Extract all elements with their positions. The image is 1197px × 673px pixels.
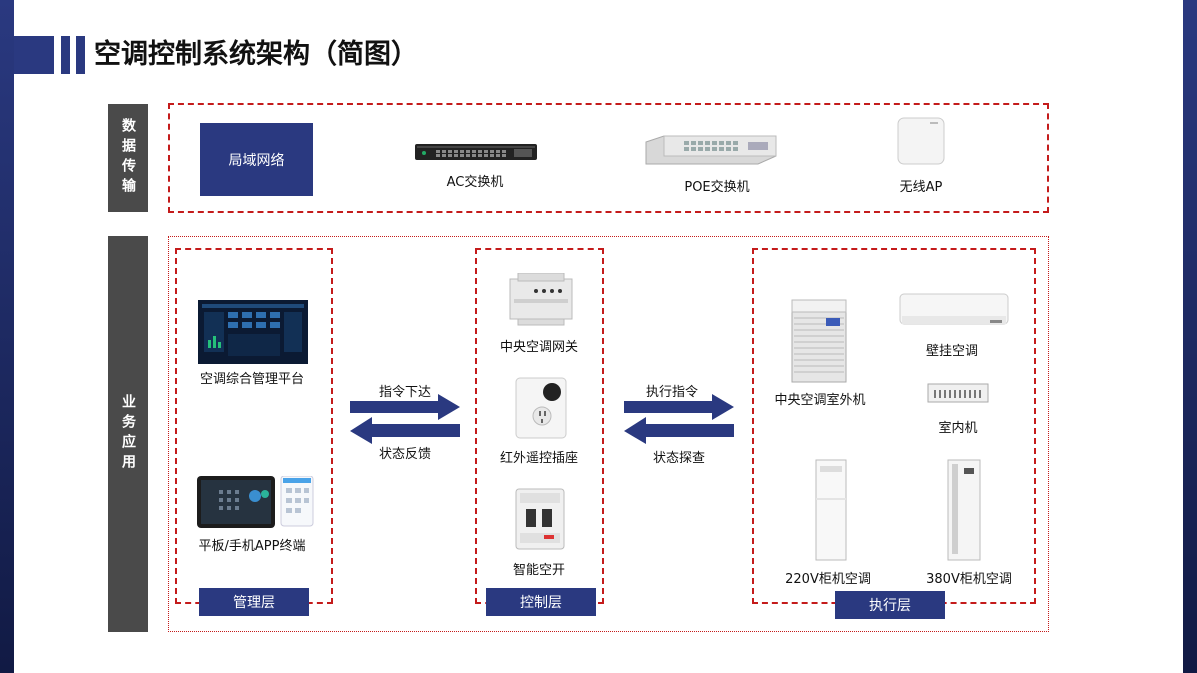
- ir-socket-icon: [515, 377, 567, 439]
- breaker-icon: [515, 488, 565, 550]
- cabinet-380-label: 380V柜机空调: [926, 572, 1012, 587]
- command-arrows-left: [350, 394, 460, 444]
- section-label-data-transfer: 数据传输: [108, 104, 148, 212]
- command-arrows-right: [624, 394, 734, 444]
- indoor-unit-label: 室内机: [938, 421, 978, 436]
- flow-label-status-probe: 状态探查: [652, 451, 706, 466]
- indoor-unit-icon: [927, 383, 989, 403]
- cabinet-220-label: 220V柜机空调: [785, 572, 871, 587]
- cabinet-220-icon: [815, 459, 847, 561]
- flow-label-status-back: 状态反馈: [378, 447, 432, 462]
- dashboard-screen-icon: [198, 300, 308, 364]
- title-accent-stripe: [76, 36, 85, 74]
- business-layer-box: [168, 236, 1049, 632]
- terminal-label: 平板/手机APP终端: [198, 539, 306, 554]
- wall-ac-icon: [899, 293, 1009, 325]
- cabinet-380-icon: [947, 459, 981, 561]
- breaker-label: 智能空开: [512, 563, 566, 578]
- platform-label: 空调综合管理平台: [199, 372, 305, 387]
- management-layer-tag: 管理层: [199, 588, 309, 616]
- ac-switch-label: AC交换机: [446, 175, 504, 190]
- control-layer-tag: 控制层: [486, 588, 596, 616]
- tablet-phone-icon: [197, 476, 314, 528]
- wall-ac-label: 壁挂空调: [925, 344, 979, 359]
- ir-socket-label: 红外遥控插座: [499, 451, 579, 466]
- left-arrow-icon: [350, 417, 460, 444]
- execution-layer-tag: 执行层: [835, 591, 945, 619]
- poe-switch-icon: [645, 135, 777, 165]
- title-accent-stripe: [61, 36, 70, 74]
- gateway-label: 中央空调网关: [499, 340, 579, 355]
- section-label-business-app: 业务应用: [108, 236, 148, 632]
- wireless-ap-icon: [897, 117, 945, 165]
- page-title: 空调控制系统架构（简图）: [94, 39, 418, 70]
- outdoor-unit-icon: [791, 299, 847, 383]
- slide-frame-right: [1183, 0, 1197, 673]
- poe-switch-label: POE交换机: [684, 180, 750, 195]
- outdoor-unit-label: 中央空调室外机: [774, 393, 866, 408]
- right-arrow-icon: [624, 394, 734, 420]
- gateway-device-icon: [509, 273, 573, 326]
- title-accent-bar: [14, 36, 54, 74]
- flow-label-cmd-down: 指令下达: [378, 385, 432, 400]
- flow-label-exec-cmd: 执行指令: [645, 385, 699, 400]
- left-arrow-icon: [624, 417, 734, 444]
- wireless-ap-label: 无线AP: [899, 180, 943, 195]
- ac-switch-icon: [415, 144, 537, 160]
- network-layer-box: [168, 103, 1049, 213]
- slide-frame-left: [0, 0, 14, 673]
- lan-box: 局域网络: [200, 123, 313, 196]
- right-arrow-icon: [350, 394, 460, 420]
- slide: 空调控制系统架构（简图） 数据传输 局域网络 AC交换机 POE交换机: [14, 0, 1183, 673]
